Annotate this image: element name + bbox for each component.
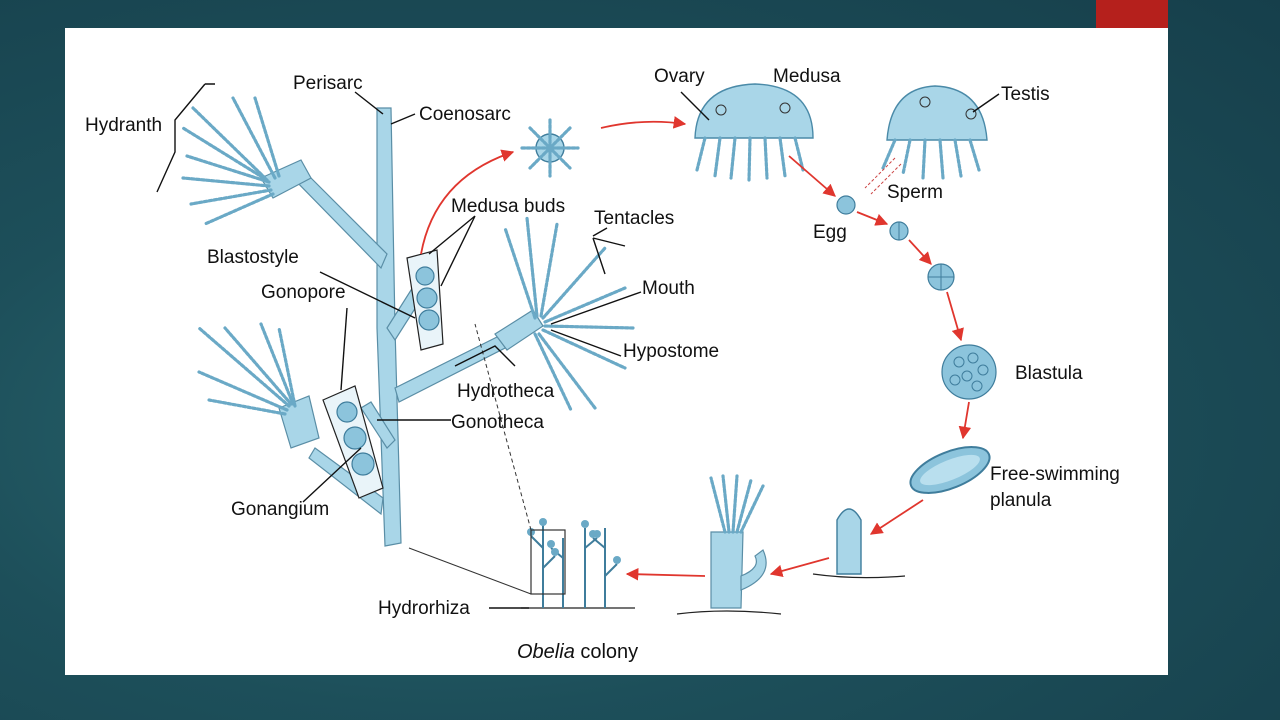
life-cycle-arrows	[420, 116, 972, 581]
label-planula-line2: planula	[990, 490, 1052, 511]
label-blastostyle: Blastostyle	[207, 247, 299, 268]
arrow-egg-to-cleavage	[856, 211, 889, 226]
label-sperm: Sperm	[887, 182, 943, 203]
obelia-life-cycle-figure: Hydranth Perisarc Coenosarc Medusa buds …	[65, 28, 1168, 675]
label-gonangium: Gonangium	[231, 499, 329, 520]
hydranth-top-left	[181, 96, 312, 226]
label-medusa-buds: Medusa buds	[451, 196, 565, 217]
egg-cell	[836, 195, 856, 215]
arrow-to-egg	[788, 155, 836, 197]
label-medusa: Medusa	[773, 66, 841, 87]
label-gonopore: Gonopore	[261, 282, 346, 303]
label-hypostome: Hypostome	[623, 341, 719, 362]
arrow-buds-to-medusa	[420, 149, 515, 255]
free-swimming-planula	[909, 446, 991, 494]
arrow-to-polyp	[769, 557, 830, 578]
label-hydrotheca: Hydrotheca	[457, 381, 555, 402]
blastostyle-capsule	[406, 249, 444, 351]
label-planula-line1: Free-swimming	[990, 464, 1120, 485]
life-cycle-diagram: Hydranth Perisarc Coenosarc Medusa buds …	[85, 66, 1120, 663]
label-egg: Egg	[813, 222, 847, 243]
arrow-to-settled	[869, 499, 924, 535]
label-hydrorhiza: Hydrorhiza	[378, 598, 470, 619]
caption-italic: Obelia	[517, 641, 575, 663]
young-polyp	[676, 474, 782, 615]
medusa-male	[864, 85, 988, 195]
label-perisarc: Perisarc	[293, 73, 363, 94]
diagram-labels: Hydranth Perisarc Coenosarc Medusa buds …	[85, 66, 1120, 663]
label-blastula: Blastula	[1015, 363, 1083, 384]
accent-bar	[1096, 0, 1168, 28]
gonangium-capsule	[322, 385, 384, 499]
figure-caption: Obelia colony	[517, 641, 638, 663]
arrow-to-medusa	[600, 116, 687, 129]
hydranth-lower-left	[197, 322, 320, 449]
label-mouth: Mouth	[642, 278, 695, 299]
arrow-cleavage-2	[908, 239, 932, 265]
label-testis: Testis	[1001, 84, 1050, 105]
two-cell-stage	[889, 221, 909, 241]
young-medusa	[520, 118, 580, 178]
arrow-to-blastula	[946, 291, 964, 342]
label-coenosarc: Coenosarc	[419, 104, 511, 125]
leader-lines	[156, 83, 1000, 609]
label-hydranth: Hydranth	[85, 115, 162, 136]
four-cell-stage	[927, 263, 955, 291]
hydranth-right	[494, 216, 635, 412]
label-tentacles: Tentacles	[594, 208, 674, 229]
settled-planula	[812, 508, 906, 579]
label-ovary: Ovary	[654, 66, 705, 87]
medusa-female	[694, 83, 814, 182]
label-gonotheca: Gonotheca	[451, 412, 544, 433]
blastula	[941, 344, 997, 400]
arrow-to-planula	[958, 401, 972, 440]
arrow-to-colony	[625, 567, 706, 581]
small-obelia-colony	[408, 323, 635, 609]
caption-rest: colony	[575, 641, 638, 663]
